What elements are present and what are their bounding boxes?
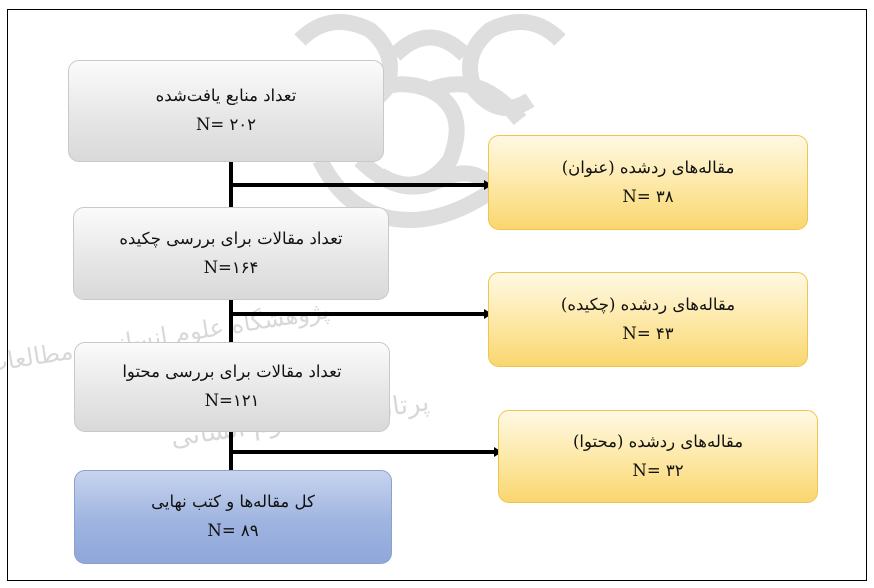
box-rejected-title-count: N= ۳۸ [622,186,674,206]
box-abstract-review-label: تعداد مقالات برای بررسی چکیده [119,228,343,248]
box-sources-found-count: N= ۲۰۲ [195,115,257,134]
box-rejected-content: مقاله‌های ردشده (محتوا) N= ۳۲ [498,410,818,503]
box-rejected-content-label: مقاله‌های ردشده (محتوا) [572,431,744,451]
box-content-review-label: تعداد مقالات برای بررسی محتوا [122,362,342,382]
box-rejected-abstract: مقاله‌های ردشده (چکیده) N= ۴۳ [488,272,808,367]
box-rejected-title-label: مقاله‌های ردشده (عنوان) [561,157,735,177]
box-final-articles: کل مقاله‌ها و کتب نهایی N= ۸۹ [74,470,392,564]
box-abstract-review: تعداد مقالات برای بررسی چکیده N=۱۶۴ [73,207,389,300]
box-content-review: تعداد مقالات برای بررسی محتوا N=۱۲۱ [74,342,390,432]
box-abstract-review-count: N=۱۶۴ [203,257,259,277]
box-rejected-abstract-count: N= ۴۳ [622,323,674,343]
box-content-review-count: N=۱۲۱ [204,391,260,410]
box-sources-found: تعداد منابع یافت‌شده N= ۲۰۲ [68,60,384,162]
box-rejected-content-count: N= ۳۲ [632,460,684,480]
box-final-articles-count: N= ۸۹ [207,521,259,540]
box-rejected-abstract-label: مقاله‌های ردشده (چکیده) [560,294,736,314]
box-final-articles-label: کل مقاله‌ها و کتب نهایی [151,492,315,512]
box-rejected-title: مقاله‌های ردشده (عنوان) N= ۳۸ [488,135,808,230]
box-sources-found-label: تعداد منابع یافت‌شده [155,86,297,106]
